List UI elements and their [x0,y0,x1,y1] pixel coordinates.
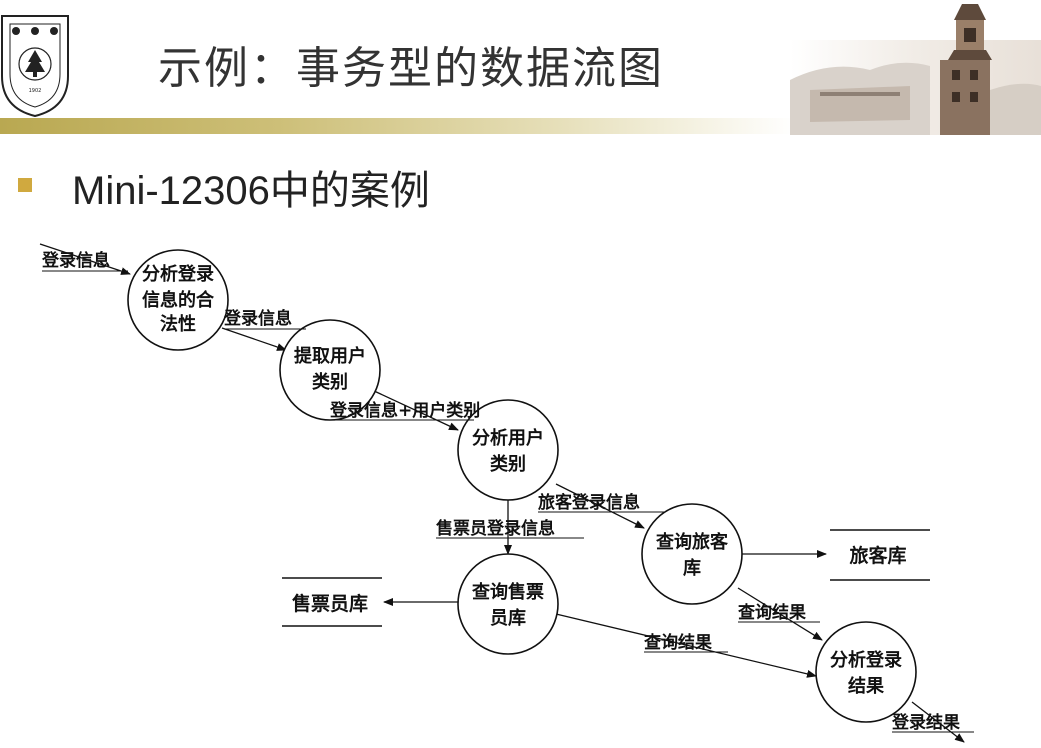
flow-label-clerk-login-info: 售票员登录信息 [436,518,555,539]
flow-label-login-info: 登录信息 [223,308,292,329]
process-analyze-login-validity: 分析登录 信息的合 法性 [127,249,229,351]
flow-label-login-info-in: 登录信息 [41,250,110,271]
process-query-passenger-db: 查询旅客 库 [641,503,743,605]
process-analyze-user-type: 分析用户 类别 [457,399,559,501]
slide-header: 1902 示例：事务型的数据流图 [0,0,1041,135]
process-label: 法性 [160,313,196,335]
section-subtitle: Mini-12306中的案例 [72,169,430,213]
data-store-passenger: 旅客库 [830,529,930,581]
process-label: 类别 [312,371,348,393]
accent-bar [0,118,795,134]
data-store-label: 售票员库 [291,592,368,615]
bullet-marker [18,178,32,192]
flow-label-login-info-user-type: 登录信息+用户类别 [329,400,480,421]
process-label: 结果 [848,675,885,697]
process-label: 分析登录 [830,649,902,671]
process-label: 分析登录 [142,263,214,285]
university-seal-logo: 1902 [1,15,69,118]
flow-label-query-result-passenger: 查询结果 [737,602,806,623]
process-extract-user-type: 提取用户 类别 [279,319,381,421]
data-store-label: 旅客库 [849,544,906,567]
process-query-ticket-clerk-db: 查询售票 员库 [457,553,559,655]
process-label: 查询售票 [472,581,544,603]
svg-text:1902: 1902 [29,88,42,94]
process-label: 查询旅客 [656,531,729,553]
process-label: 分析用户 [472,427,544,449]
data-flow-diagram: 旅客库 售票员库 分析登录 信息的合 法性 提取用户 类别 分析用户 类别 查询… [39,243,974,743]
data-store-ticket-clerk: 售票员库 [282,577,382,627]
process-analyze-login-result: 分析登录 结果 [815,621,917,723]
slide-title: 示例：事务型的数据流图 [158,43,664,94]
process-label: 类别 [490,453,526,475]
process-label: 库 [683,557,701,579]
process-label: 提取用户 [294,345,366,367]
flow-label-passenger-login-info: 旅客登录信息 [538,492,640,513]
campus-tower-image [790,4,1041,135]
flow-label-query-result-clerk: 查询结果 [643,632,712,653]
process-label: 信息的合 [142,289,215,311]
flow-label-login-result: 登录结果 [891,712,960,733]
process-label: 员库 [490,607,526,629]
